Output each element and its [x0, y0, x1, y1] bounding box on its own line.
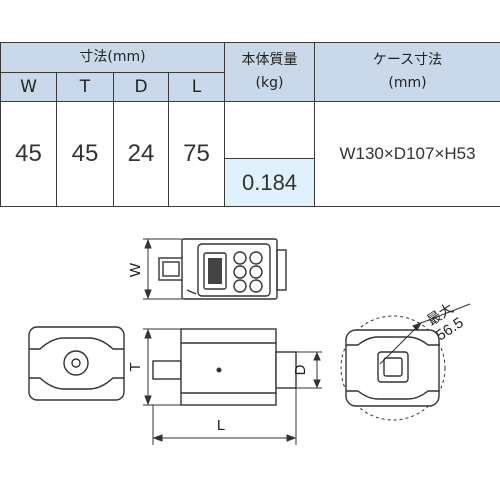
- label-d: D: [292, 364, 309, 375]
- value-d: 24: [113, 101, 169, 207]
- weight-cell: 0.184: [224, 101, 316, 207]
- value-w: 45: [0, 101, 57, 207]
- t-arrow-bottom: [144, 395, 152, 406]
- case-header-title: ケース寸法: [372, 51, 443, 68]
- col-header-w: W: [0, 72, 57, 102]
- label-w: W: [127, 262, 144, 277]
- max-leader-line: [379, 322, 422, 365]
- end-view-socket: [63, 350, 89, 376]
- lcd-screen: [203, 252, 227, 290]
- top-view: [158, 238, 287, 300]
- lcd-screen-inner: [208, 258, 222, 284]
- end-view-body: [28, 326, 125, 401]
- d-arrow-bottom: [313, 379, 321, 389]
- weight-header-unit: (kg): [255, 75, 284, 91]
- end-view-socket-center: [71, 358, 81, 368]
- max-leader-tail: [420, 303, 471, 324]
- col-header-l: L: [167, 72, 226, 102]
- end-view-bottom-contour: [29, 377, 124, 390]
- tool-body-top: [181, 238, 278, 300]
- body-end-cap: [276, 249, 287, 291]
- button-5: [233, 279, 247, 293]
- t-arrow-top: [144, 328, 152, 339]
- button-2: [249, 251, 263, 265]
- right-end-view: [340, 315, 446, 421]
- square-socket-inner: [383, 357, 403, 377]
- button-3: [233, 265, 247, 279]
- l-arrow-left: [152, 434, 163, 442]
- value-t: 45: [56, 101, 114, 207]
- w-arrow-top: [144, 238, 152, 249]
- case-header: ケース寸法 (mm): [314, 42, 500, 102]
- dimensions-header: 寸法(mm): [0, 42, 226, 73]
- l-arrow-right: [286, 434, 297, 442]
- weight-value: 0.184: [225, 158, 315, 206]
- label-t: T: [127, 362, 144, 371]
- right-view-bottom-contour: [346, 390, 439, 400]
- end-view-top-contour: [29, 337, 124, 350]
- label-l: L: [217, 417, 225, 434]
- col-header-d: D: [113, 72, 169, 102]
- left-end-view: [28, 326, 125, 401]
- socket-adapter-side: [275, 351, 297, 389]
- square-drive-top-inner: [162, 261, 180, 277]
- w-dimension: [143, 238, 182, 300]
- button-6: [249, 279, 263, 293]
- display-panel: [197, 243, 271, 297]
- d-arrow-top: [313, 351, 321, 361]
- max-leader-arrow: [412, 322, 423, 331]
- square-drive-side: [152, 360, 182, 380]
- body-detail-line: [186, 289, 197, 295]
- col-header-t: T: [56, 72, 114, 102]
- case-value: W130×D107×H53: [314, 101, 500, 207]
- side-view: [152, 328, 297, 406]
- spec-table: 寸法(mm) 本体質量 (kg) ケース寸法 (mm) W T D L 45 4…: [0, 42, 500, 207]
- l-dimension: [152, 388, 297, 445]
- button-4: [249, 265, 263, 279]
- end-view-right-body: [345, 329, 440, 407]
- side-indicator-dot: [216, 367, 222, 373]
- value-l: 75: [167, 101, 226, 207]
- weight-header: 本体質量 (kg): [224, 42, 316, 102]
- d-dimension: [296, 351, 322, 389]
- square-socket-hole: [377, 351, 409, 383]
- right-view-top-contour: [346, 336, 439, 346]
- w-arrow-bottom: [144, 289, 152, 300]
- max-diameter-circle: [340, 315, 446, 421]
- product-drawing: W T L D: [28, 238, 471, 445]
- button-1: [233, 251, 247, 265]
- case-header-unit: (mm): [388, 75, 427, 91]
- weight-header-title: 本体質量: [241, 51, 298, 68]
- t-dimension: [143, 328, 181, 406]
- max-dimension-leader: [379, 303, 471, 365]
